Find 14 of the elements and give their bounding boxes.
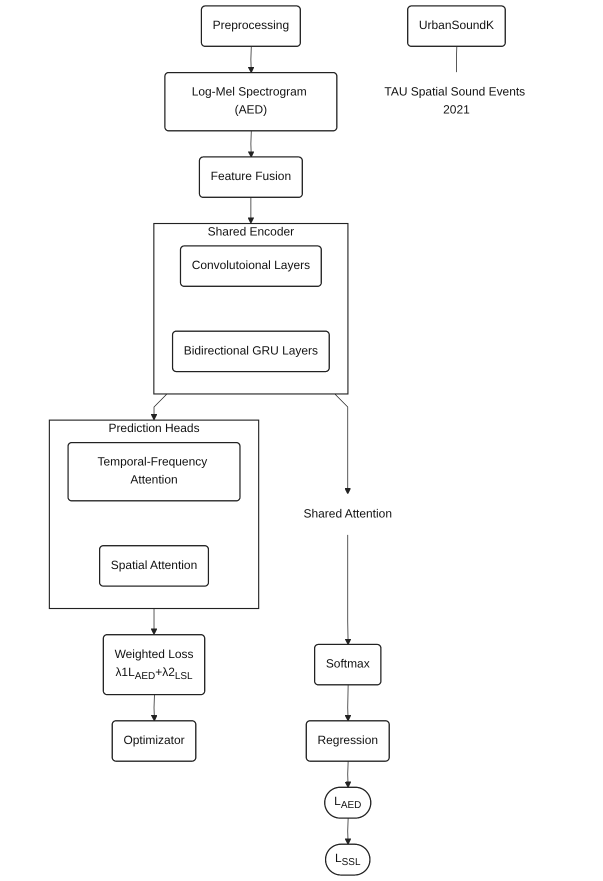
node-text: Shared Attention bbox=[304, 508, 392, 520]
arrow bbox=[344, 818, 352, 845]
arrow bbox=[248, 46, 254, 74]
arrow bbox=[150, 608, 158, 635]
arrow bbox=[334, 394, 352, 494]
arrow bbox=[344, 761, 352, 788]
arrow bbox=[248, 130, 254, 158]
arrow bbox=[248, 196, 254, 224]
arrow bbox=[150, 394, 168, 420]
arrow bbox=[344, 534, 352, 646]
arrow bbox=[150, 694, 158, 722]
arrow bbox=[344, 684, 352, 722]
node-text: TAU Spatial Sound Events 2021 bbox=[384, 86, 526, 117]
connector bbox=[456, 46, 458, 73]
